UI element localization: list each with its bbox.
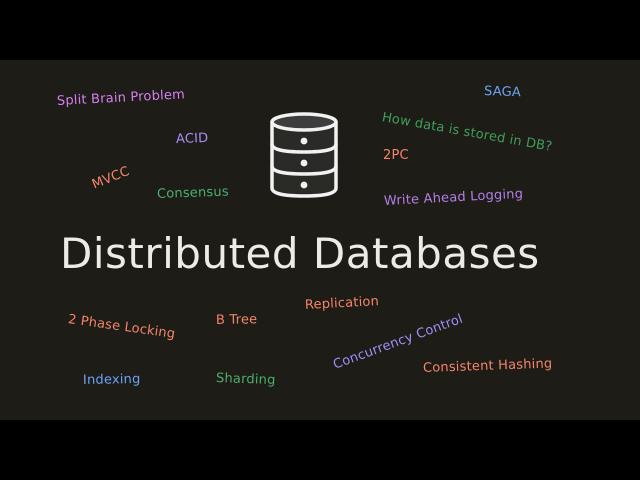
term-consensus: Consensus (156, 184, 230, 202)
term-replication: Replication (304, 294, 380, 313)
term-mvcc: MVCC (90, 163, 132, 193)
term-2-phase-locking: 2 Phase Locking (67, 312, 177, 342)
term-acid: ACID (175, 130, 209, 147)
term-sharding: Sharding (215, 371, 276, 389)
term-saga: SAGA (483, 84, 522, 101)
term-b-tree: B Tree (215, 312, 258, 328)
term-consistent-hashing: Consistent Hashing (422, 356, 553, 376)
term-2pc: 2PC (383, 148, 409, 163)
page-title: Distributed Databases (60, 229, 540, 278)
database-icon (270, 112, 338, 198)
term-indexing: Indexing (82, 371, 141, 388)
term-split-brain-problem: Split Brain Problem (56, 87, 186, 109)
whiteboard-canvas: Distributed Databases Split Brain Proble… (0, 60, 640, 420)
term-write-ahead-logging: Write Ahead Logging (383, 186, 524, 209)
